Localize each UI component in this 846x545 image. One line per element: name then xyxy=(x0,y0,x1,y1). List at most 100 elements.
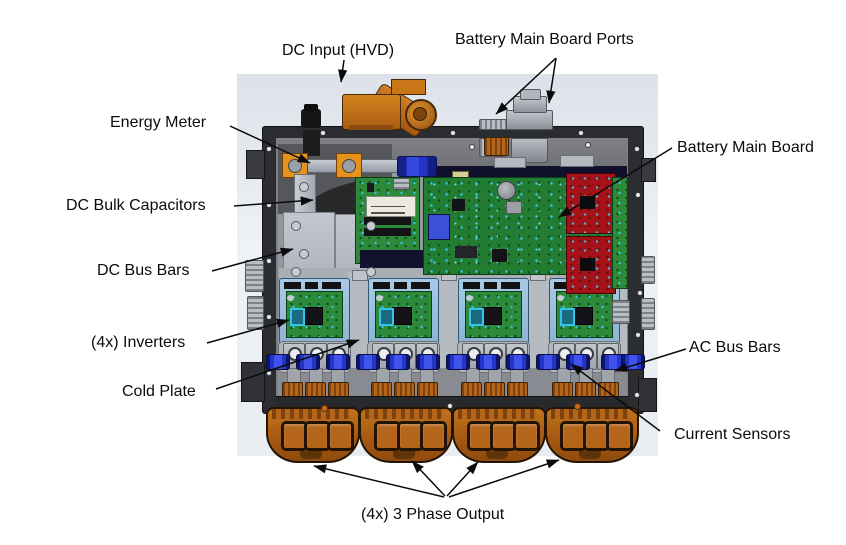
inverter-connector-strip xyxy=(305,282,318,289)
phase-output-port xyxy=(420,421,447,451)
inverter-connector-strip xyxy=(373,282,390,289)
energy-meter-chip xyxy=(367,183,374,192)
phase-output-port xyxy=(467,421,494,451)
screw xyxy=(634,146,640,152)
edge-board-green-strip xyxy=(612,177,628,289)
phase-output-port xyxy=(327,421,354,451)
current-sensor xyxy=(296,354,320,370)
inverter-connector-strip xyxy=(394,282,407,289)
inverter-pcb-dot xyxy=(376,295,383,301)
energy-meter-top-connector xyxy=(393,178,410,190)
inverter-connector-strip xyxy=(284,282,301,289)
callout-battery-main-board: Battery Main Board xyxy=(677,139,814,156)
battery-port-small xyxy=(479,119,507,130)
callout-energy-meter: Energy Meter xyxy=(110,114,207,131)
inverter-pcb-dot xyxy=(466,295,473,301)
side-connector xyxy=(641,298,655,330)
current-sensor xyxy=(621,354,645,370)
screw xyxy=(266,146,272,152)
cold-plate-rib-2 xyxy=(437,272,458,368)
side-mount-tab xyxy=(241,362,265,402)
phase-output-notch xyxy=(393,451,415,459)
side-mount-tab xyxy=(641,158,656,182)
energy-meter-label xyxy=(366,196,416,217)
callout-dc-input: DC Input (HVD) xyxy=(282,42,395,59)
battery-port-large-base xyxy=(506,110,553,130)
board-chip xyxy=(452,199,465,211)
phase-output-notch xyxy=(486,451,508,459)
inverter-chip xyxy=(482,307,502,325)
screw xyxy=(266,202,272,208)
inverter-blue-component xyxy=(290,308,305,326)
screw xyxy=(366,221,376,231)
screw xyxy=(320,130,326,136)
screw xyxy=(635,332,641,338)
vent-cylinder xyxy=(301,109,321,128)
board-capacitor-circle xyxy=(497,181,516,200)
bolt-pad-2-hole xyxy=(342,159,356,173)
screw xyxy=(266,370,272,376)
current-sensor xyxy=(266,354,290,370)
screw xyxy=(266,314,272,320)
callout-cold-plate: Cold Plate xyxy=(122,383,196,400)
screw xyxy=(634,392,640,398)
board-chip xyxy=(492,249,507,262)
current-sensor xyxy=(506,354,530,370)
dc-input-connector-foot xyxy=(349,125,393,130)
inverter-blue-component xyxy=(379,308,394,326)
callout-battery-main-board-ports: Battery Main Board Ports xyxy=(455,31,634,48)
inverter-blue-component xyxy=(469,308,484,326)
phase-output-notch xyxy=(300,451,322,459)
screw-orange xyxy=(574,403,581,410)
inverter-connector-strip xyxy=(463,282,480,289)
current-sensor xyxy=(416,354,440,370)
current-sensor xyxy=(326,354,350,370)
inverter-connector-strip xyxy=(322,282,341,289)
dc-input-connector-ring-hole xyxy=(413,107,427,121)
inverter-chip xyxy=(573,307,593,325)
daughter-board-chip xyxy=(580,196,595,209)
callout-phase-output: (4x) 3 Phase Output xyxy=(361,506,505,523)
shelf-slot-plate-1 xyxy=(494,157,526,168)
inverter-pcb-dot xyxy=(287,295,294,301)
side-connector xyxy=(247,296,264,330)
side-mount-tab xyxy=(246,150,265,179)
cold-plate-rib-3 xyxy=(527,272,549,368)
screw xyxy=(299,182,309,192)
energy-meter-conn-strip-2 xyxy=(364,228,411,236)
phase-output-rib-band xyxy=(365,409,443,419)
side-connector xyxy=(641,256,655,284)
current-sensor xyxy=(356,354,380,370)
phase-output-notch xyxy=(579,451,601,459)
phase-output-rib-band xyxy=(551,409,629,419)
board-blue-component xyxy=(428,214,450,240)
current-sensor xyxy=(536,354,560,370)
screw xyxy=(299,249,309,259)
phase-output-rib-band xyxy=(272,409,350,419)
screw xyxy=(635,192,641,198)
screw xyxy=(366,267,376,277)
phase-output-port xyxy=(513,421,540,451)
inverter-chip xyxy=(392,307,412,325)
inverter-connector-strip xyxy=(411,282,430,289)
callout-dc-bulk-capacitors: DC Bulk Capacitors xyxy=(66,197,206,214)
shelf-slot-plate-2 xyxy=(560,155,594,167)
board-gray-component xyxy=(506,201,522,214)
inverter-connector-strip xyxy=(484,282,497,289)
callout-current-sensors: Current Sensors xyxy=(674,426,791,443)
screw-orange xyxy=(321,405,328,412)
inverter-chip xyxy=(303,307,323,325)
screw xyxy=(469,144,475,150)
vent-cylinder-cap xyxy=(304,104,318,111)
phase-output-port xyxy=(397,421,424,451)
inverter-connector-strip xyxy=(554,282,571,289)
board-chip xyxy=(455,246,477,258)
callout-dc-bus-bars: DC Bus Bars xyxy=(97,262,190,279)
current-sensor xyxy=(386,354,410,370)
dc-input-connector-tab xyxy=(391,79,426,95)
energy-meter-conn-strip-1 xyxy=(364,217,411,225)
screw xyxy=(585,142,591,148)
bolt-pad-1-hole xyxy=(288,159,302,173)
daughter-board-chip xyxy=(580,258,595,271)
ac-bus-bar-right-clamp xyxy=(612,300,630,324)
